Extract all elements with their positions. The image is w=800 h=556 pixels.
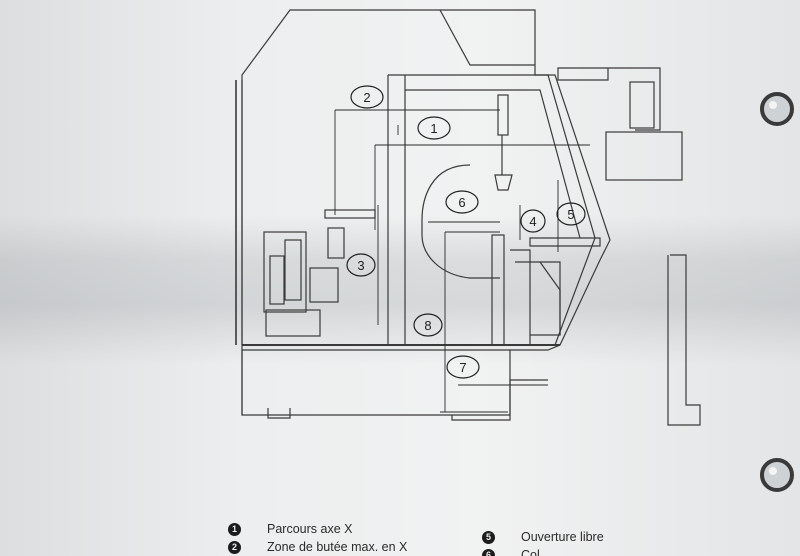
legend-text: Zone de butée max. en X bbox=[267, 540, 408, 554]
legend-text: Parcours axe X bbox=[267, 522, 353, 536]
legend-item-5: 5 Ouverture libre bbox=[482, 530, 604, 544]
svg-text:7: 7 bbox=[459, 360, 466, 375]
top-hood bbox=[439, 9, 535, 66]
callout-5: 5 bbox=[556, 202, 586, 226]
callout-3: 3 bbox=[346, 253, 376, 277]
throat-opening bbox=[421, 164, 500, 279]
external-unit bbox=[605, 131, 683, 181]
legend-bullet: 1 bbox=[228, 522, 241, 536]
hand-shadow bbox=[0, 215, 800, 365]
svg-text:1: 1 bbox=[430, 121, 437, 136]
callout-1: 1 bbox=[417, 116, 451, 140]
legend-item-2: 2 Zone de butée max. en X bbox=[228, 540, 407, 554]
legend-text: Ouverture libre bbox=[521, 530, 604, 544]
callout-8: 8 bbox=[413, 313, 443, 337]
callout-2: 2 bbox=[350, 85, 384, 109]
legend-text: Col... bbox=[521, 548, 551, 556]
svg-text:3: 3 bbox=[357, 258, 364, 273]
machine-outline bbox=[241, 9, 611, 416]
legend-bullet: 6 bbox=[482, 548, 495, 556]
legend-bullet: 2 bbox=[228, 540, 241, 554]
callout-4: 4 bbox=[520, 209, 546, 233]
binder-ring-top bbox=[760, 92, 794, 126]
legend-item-1: 1 Parcours axe X bbox=[228, 522, 352, 536]
svg-text:6: 6 bbox=[458, 195, 465, 210]
svg-text:2: 2 bbox=[363, 90, 370, 105]
svg-text:4: 4 bbox=[529, 214, 536, 229]
legend-item-6: 6 Col... bbox=[482, 548, 550, 556]
callout-7: 7 bbox=[446, 355, 480, 379]
callout-6: 6 bbox=[445, 190, 479, 214]
binder-ring-bottom bbox=[760, 458, 794, 492]
svg-text:8: 8 bbox=[424, 318, 431, 333]
svg-text:5: 5 bbox=[567, 207, 574, 222]
legend-bullet: 5 bbox=[482, 530, 495, 544]
